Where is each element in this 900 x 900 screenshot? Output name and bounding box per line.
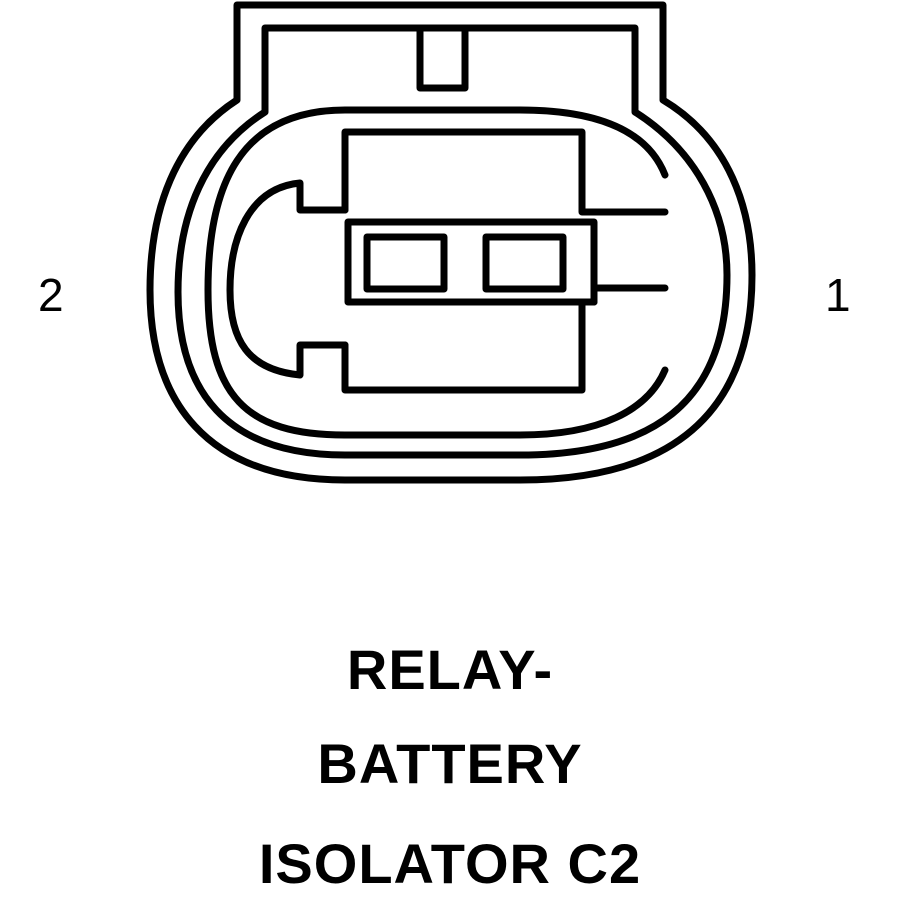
terminal-bar xyxy=(344,218,598,306)
pin-cavity-2 xyxy=(363,233,448,293)
pin-cavity-1 xyxy=(482,233,567,293)
cavity-seal-ring xyxy=(204,106,669,439)
latch-notch xyxy=(416,24,469,92)
title-line-isolator: ISOLATOR C2 xyxy=(258,832,642,895)
locking-tab xyxy=(226,179,349,379)
title-line-battery: BATTERY xyxy=(317,732,583,795)
title-line-relay: RELAY- xyxy=(346,638,554,701)
terminal-block xyxy=(341,128,669,394)
pin-label-1: 1 xyxy=(825,269,851,321)
connector-inner-shell xyxy=(174,24,731,459)
pin-label-2: 2 xyxy=(38,269,64,321)
connector-outer-shell xyxy=(146,1,756,484)
